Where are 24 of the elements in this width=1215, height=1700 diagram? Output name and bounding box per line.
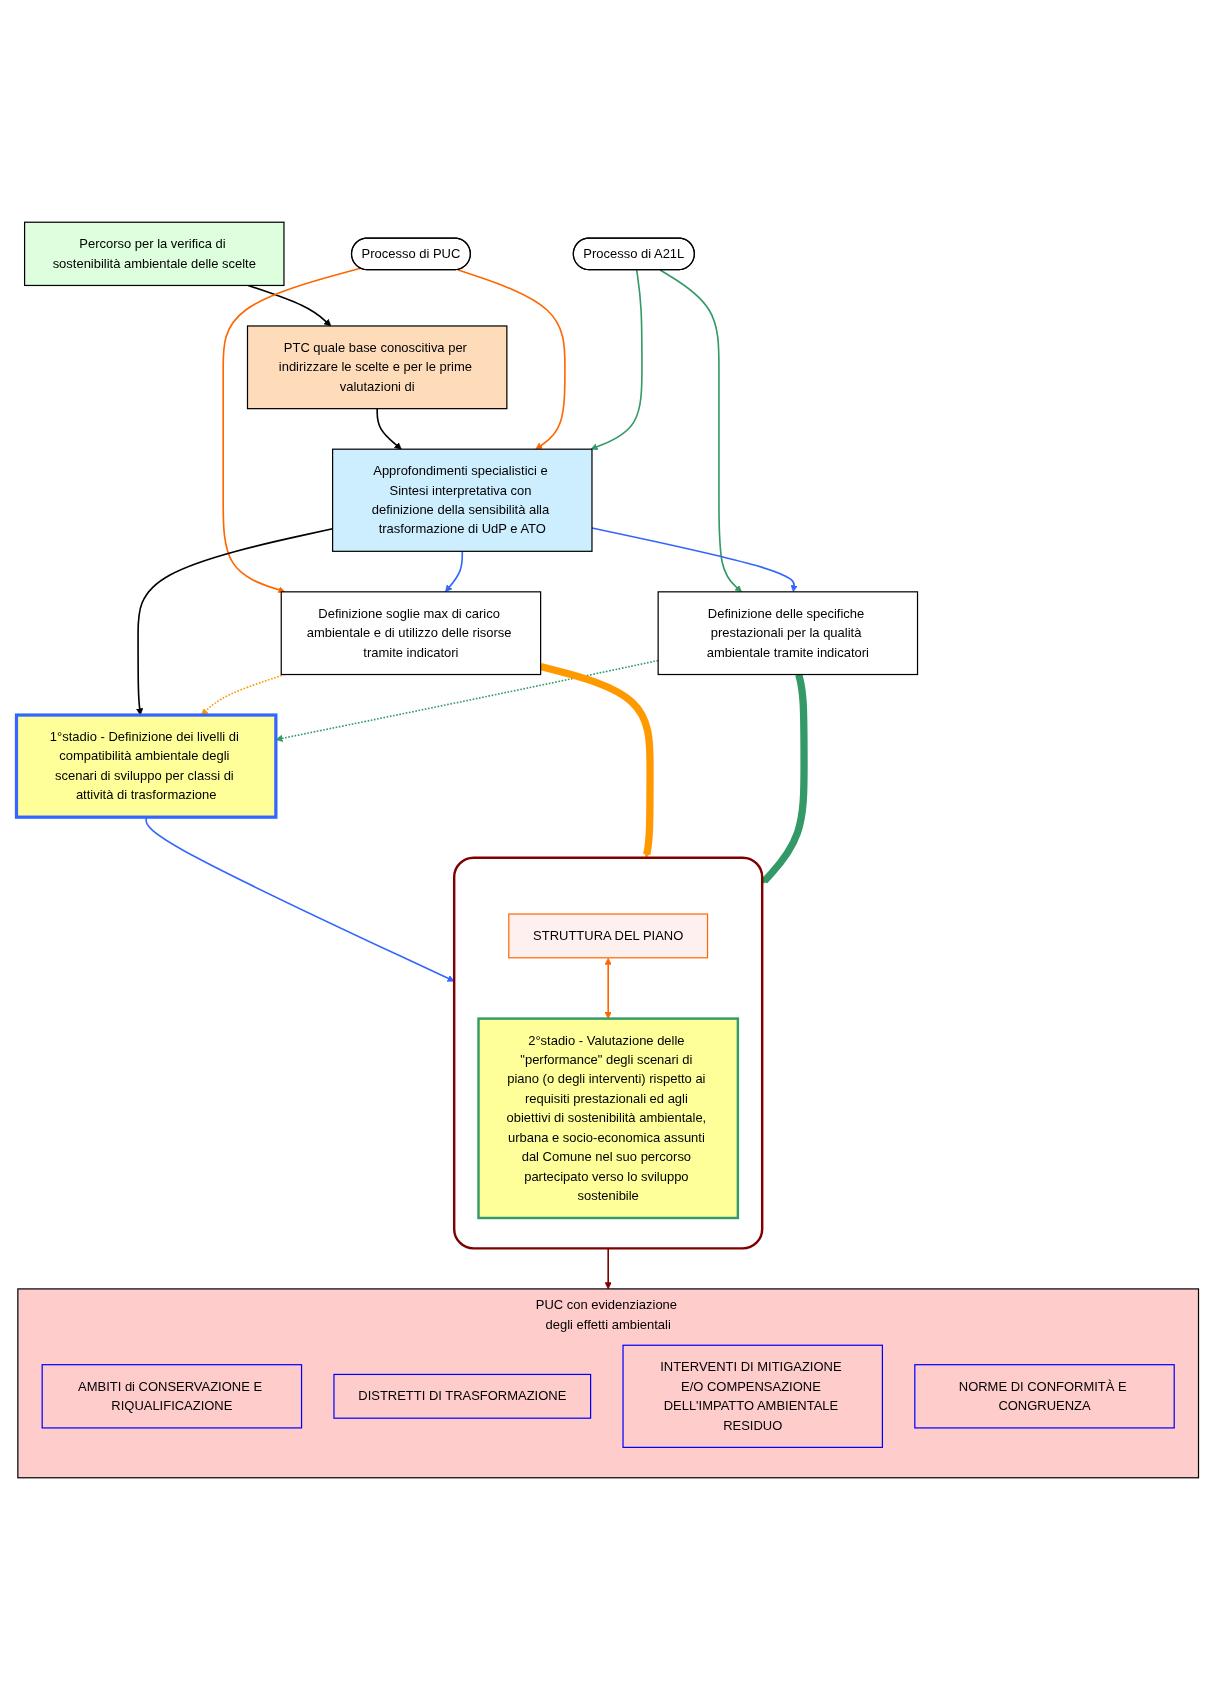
node-box: DISTRETTI DI TRASFORMAZIONE	[333, 1373, 592, 1419]
node-box: NORME DI CONFORMITÀ E CONGRUENZA	[914, 1364, 1175, 1429]
arrow	[590, 269, 643, 451]
arrow	[539, 663, 654, 858]
node-box: PTC quale base conoscitiva per indirizzare le scelte e per le prime valutazioni di	[246, 325, 508, 410]
arrow	[445, 550, 464, 593]
node-box: 1°stadio - Definizione dei livelli di compatibilità ambientale degli scenari di sviluppo per classi di attività di trasformazione	[14, 713, 278, 819]
arrow	[222, 267, 362, 594]
node-box: Definizione soglie max di carico ambientale e di utilizzo delle risorse tramite indicatori	[280, 591, 542, 676]
arrow	[376, 407, 402, 450]
node-box: Definizione delle specifiche prestazionali per la qualità ambientale tramite indicatori	[657, 591, 919, 676]
node-box: Percorso per la verifica di sostenibilità ambientale delle scelte	[24, 221, 285, 287]
cluster	[452, 856, 764, 1250]
node-box: STRUTTURA DEL PIANO	[508, 913, 709, 959]
node-box: INTERVENTI DI MITIGAZIONE E/O COMPENSAZIONE DELL'IMPATTO AMBIENTALE RESIDUO	[622, 1344, 883, 1448]
node-box: AMBITI di CONSERVAZIONE E RIQUALIFICAZIONE	[41, 1364, 303, 1429]
arrow	[591, 527, 798, 593]
arrow	[247, 284, 332, 327]
node-box: 2°stadio - Valutazione delle "performance" degli scenari di piano (o degli interventi) rispetto ai requisiti prestazionali ed agli obiettivi di sostenibilità ambientale, urbana e socio-economica assunti dal Comune nel suo percorso partecipato verso lo sviluppo sostenibile	[477, 1017, 740, 1220]
arrow	[604, 957, 612, 1019]
arrow	[456, 269, 566, 450]
arrow	[761, 673, 808, 884]
node-box: Approfondimenti specialistici e Sintesi interpretativa con definizione della sensibilità alla trasformazione di UdP e ATO	[332, 448, 593, 552]
arrow	[659, 269, 742, 593]
